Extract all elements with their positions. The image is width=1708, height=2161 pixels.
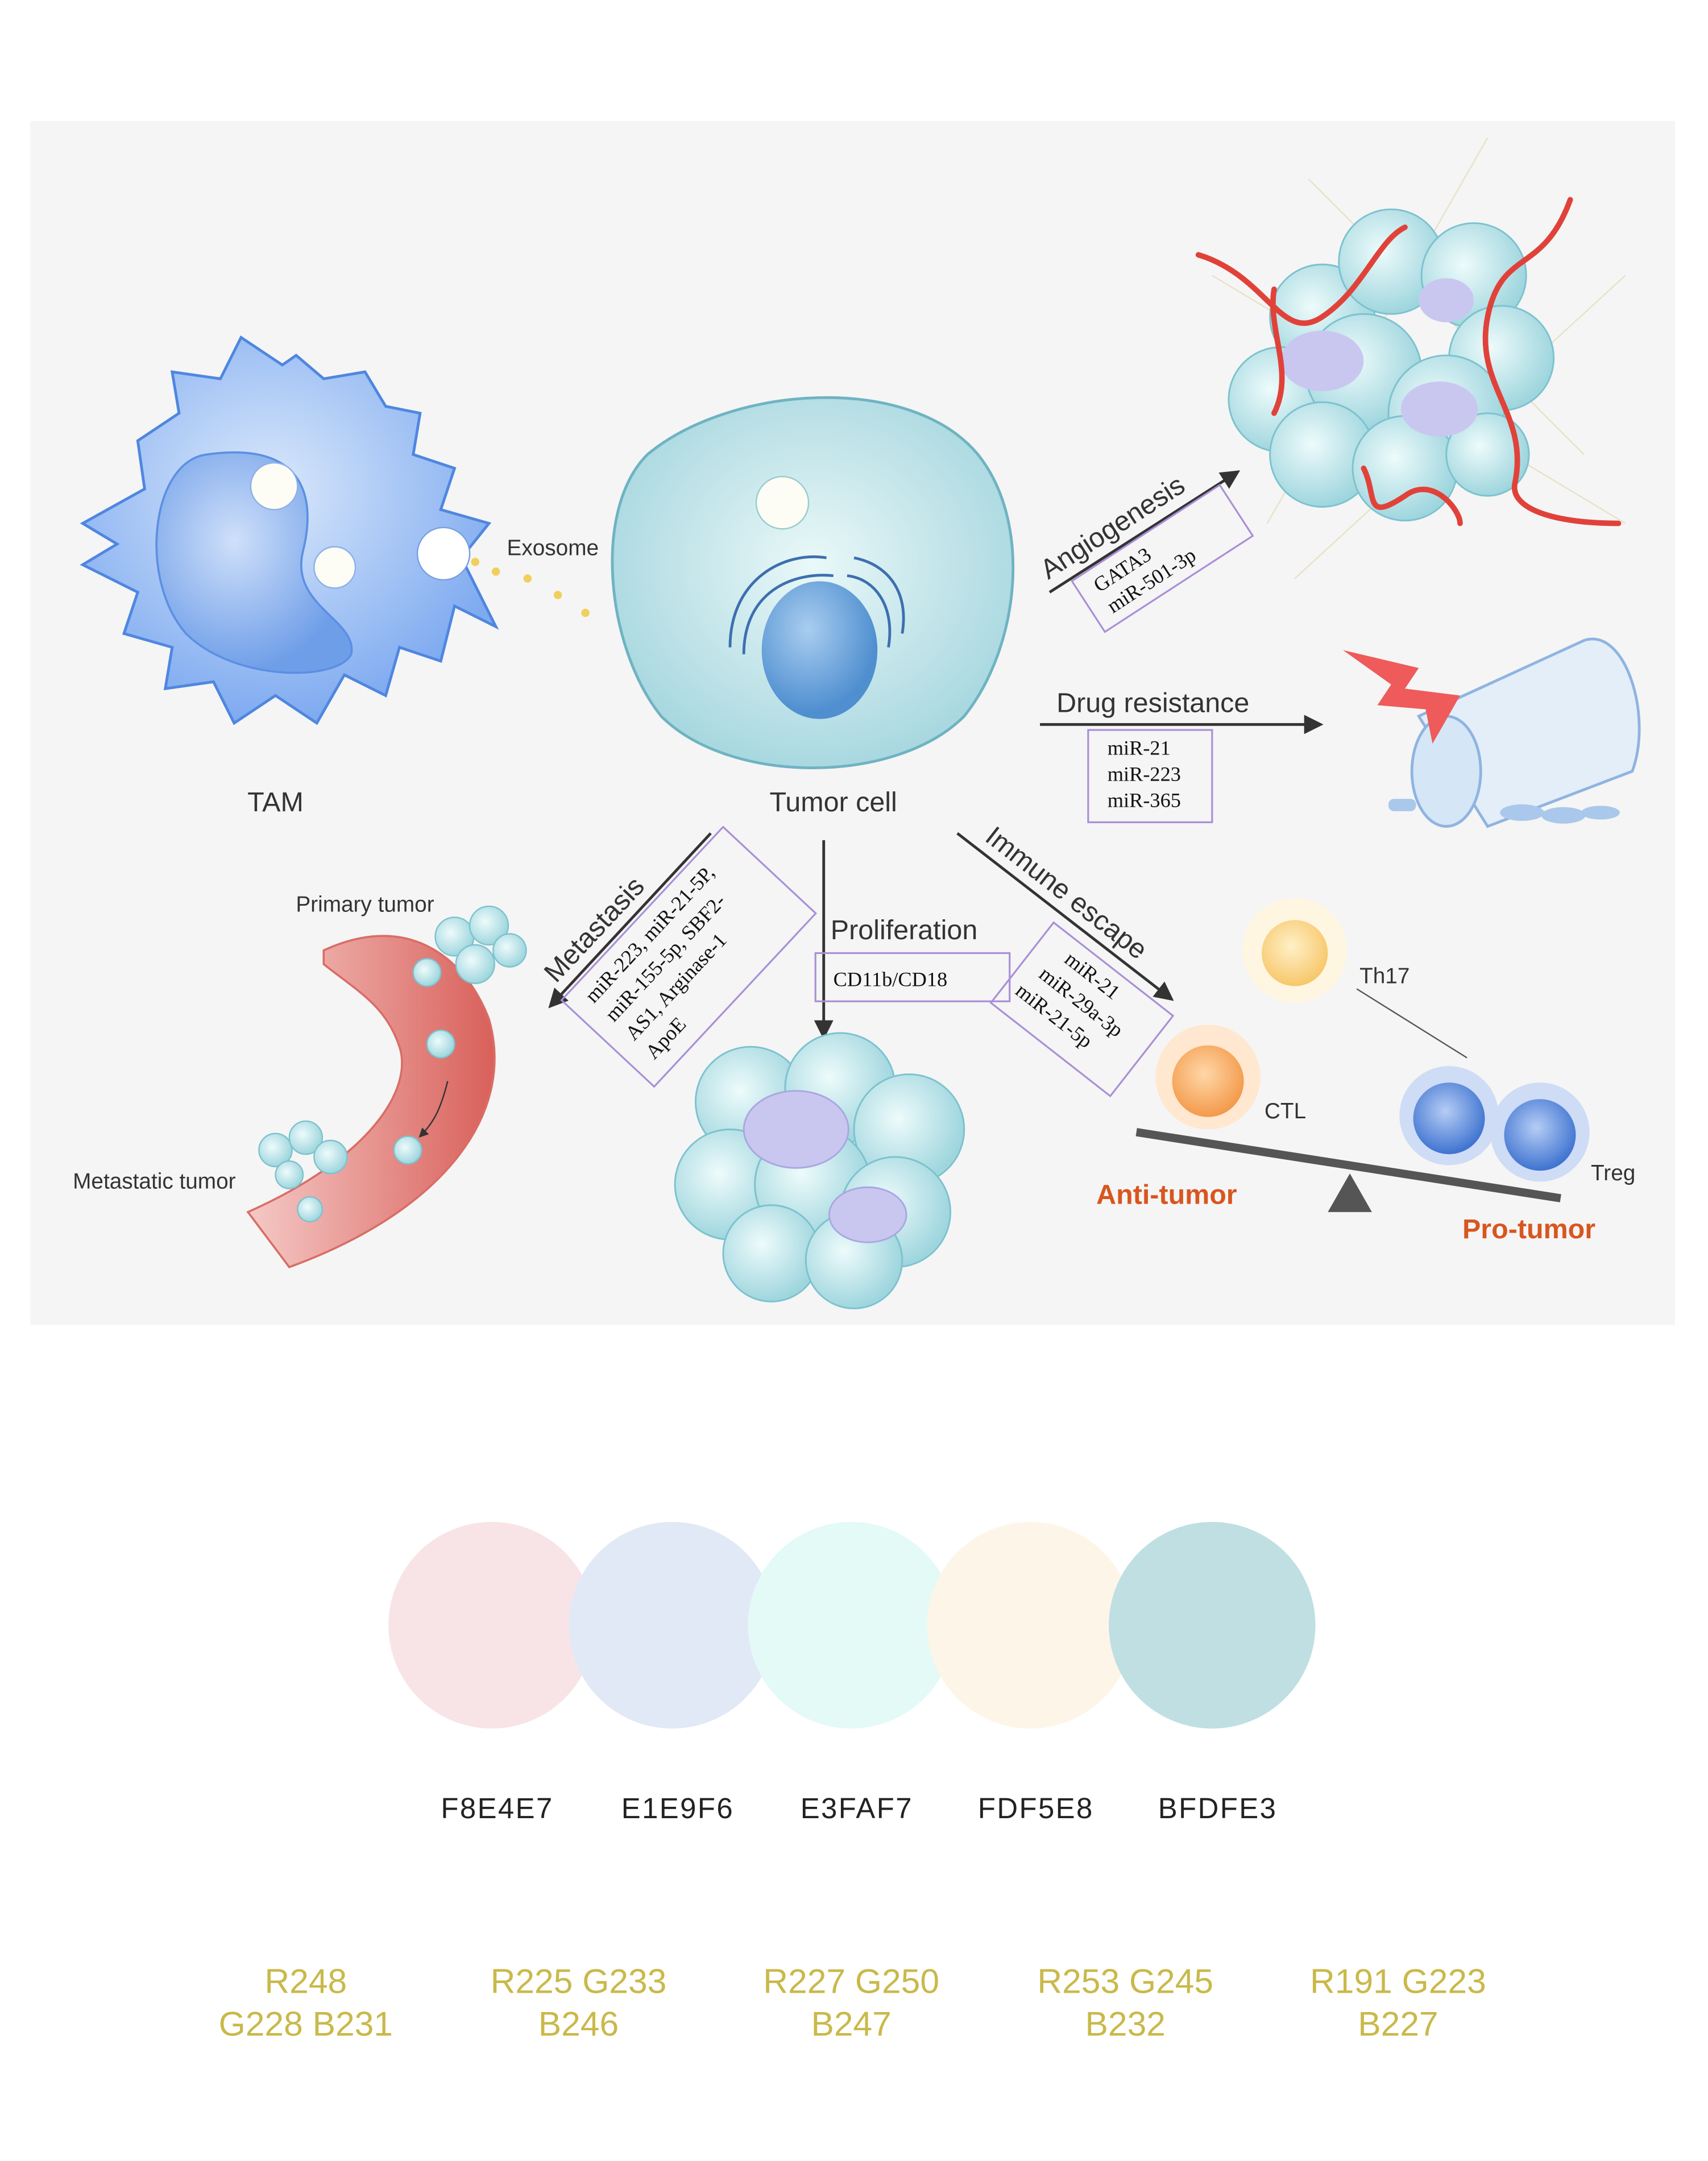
factor-text: miR-223 (1108, 763, 1181, 786)
hex-code-label: F8E4E7 (441, 1792, 553, 1824)
factor-text: CD11b/CD18 (834, 968, 947, 991)
proliferating-cluster (674, 1032, 965, 1309)
th17-label: Th17 (1359, 964, 1409, 989)
drug-resistance-label: Drug resistance (1056, 687, 1249, 718)
anti-tumor-label: Anti-tumor (1096, 1179, 1237, 1210)
hex-code-label: E3FAF7 (801, 1792, 913, 1824)
pro-tumor-label: Pro-tumor (1462, 1214, 1595, 1245)
drug-resistance-pathway: Drug resistance miR-21 miR-223 miR-365 (1040, 687, 1324, 823)
swatch-e3faf7 (748, 1521, 955, 1729)
rgb-value-label: B232 (1085, 2005, 1166, 2043)
tumor-cell-label: Tumor cell (770, 787, 897, 818)
drug-bottle (1343, 637, 1641, 828)
tam-label: TAM (247, 787, 304, 818)
rgb-value-label: R227 G250 (763, 1961, 939, 2000)
treg-label: Treg (1591, 1161, 1635, 1185)
hex-code-label: BFDFE3 (1158, 1792, 1278, 1824)
hex-code-label: E1E9F6 (621, 1792, 734, 1824)
swatch-e1e9f6 (569, 1521, 776, 1729)
rgb-value-label: R253 G245 (1037, 1961, 1213, 2000)
rgb-value-label: B247 (811, 2005, 891, 2043)
rgb-value-label: R225 G233 (491, 1961, 667, 2000)
exosome-label: Exosome (507, 536, 599, 560)
tumor-cell: Tumor cell (611, 396, 1015, 818)
swatch-fdf5e8 (927, 1521, 1134, 1729)
proliferation-label: Proliferation (831, 915, 977, 945)
swatch-f8e4e7 (388, 1521, 595, 1729)
swatch-bfdfe3 (1109, 1521, 1316, 1729)
rgb-value-label: B227 (1358, 2005, 1438, 2043)
rgb-value-label: R191 G223 (1310, 1961, 1486, 2000)
primary-tumor-label: Primary tumor (296, 893, 434, 917)
rgb-value-label: G228 B231 (219, 2005, 393, 2043)
immune-balance: Th17 CTL Treg Anti-tumor Pro-tumor (1096, 898, 1635, 1245)
angiogenesis-factor-box (1071, 483, 1254, 633)
blood-vessel: Primary tumor Metastatic tumor (73, 893, 527, 1268)
metastatic-tumor-label: Metastatic tumor (73, 1169, 236, 1194)
factor-text: miR-21 (1108, 737, 1171, 760)
ctl-label: CTL (1265, 1099, 1306, 1123)
factor-text: miR-365 (1108, 789, 1181, 812)
rgb-value-label: B246 (538, 2005, 619, 2043)
proliferation-pathway: Proliferation CD11b/CD18 (814, 840, 1011, 1040)
angiogenesis-tumor (1195, 137, 1626, 579)
hex-code-label: FDF5E8 (978, 1792, 1094, 1824)
rgb-value-label: R248 (264, 1961, 347, 2000)
tam-cell: TAM (80, 335, 499, 818)
